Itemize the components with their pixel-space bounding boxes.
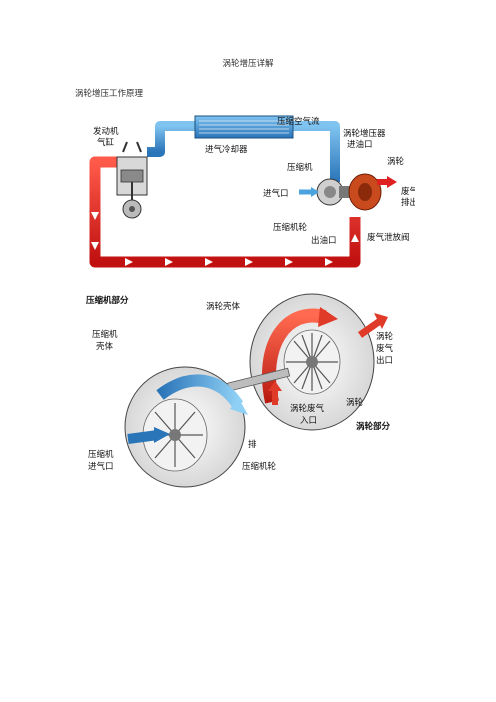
label-engine-cylinder-2: 气缸 <box>97 137 115 148</box>
label-turbine-exhaust-in-1: 涡轮废气 <box>290 403 325 414</box>
label-turbine-housing: 涡轮壳体 <box>206 301 241 312</box>
label-compressor-section: 压缩机部分 <box>86 295 129 306</box>
turbine-exhaust-flow <box>262 308 327 404</box>
exhaust-flow-arrows <box>91 212 359 266</box>
label-intercooler: 进气冷却器 <box>205 144 248 155</box>
label-exhaust-2: 排出 <box>401 197 415 208</box>
turbo-cutaway-diagram: 压缩机部分 涡轮壳体 压缩机 壳体 涡轮 废气 出口 涡轮废气 入口 涡轮 涡轮… <box>86 293 394 488</box>
label-oil-outlet: 出油口 <box>311 235 337 246</box>
label-compressor-wheel-2: 压缩机轮 <box>242 461 277 472</box>
label-engine-cylinder-1: 发动机 <box>93 126 119 137</box>
label-compressor-housing-2: 壳体 <box>96 341 114 352</box>
compressed-air-pipe <box>293 121 340 182</box>
label-turbo-2: 进油口 <box>347 139 373 150</box>
label-turbine-exhaust-out-1: 涡轮 <box>376 331 394 342</box>
label-compressor-wheel: 压缩机轮 <box>273 222 308 233</box>
label-compressor: 压缩机 <box>287 162 313 173</box>
label-compressor-housing-1: 压缩机 <box>92 329 118 340</box>
label-compressed-air: 压缩空气流 <box>277 116 320 127</box>
compressor-air-flow <box>156 374 244 409</box>
section-heading: 涡轮增压工作原理 <box>75 89 144 99</box>
label-turbine-section: 涡轮部分 <box>356 421 391 432</box>
label-exhaust-1: 废气 <box>401 186 415 197</box>
label-turbo-1: 涡轮增压器 <box>343 128 386 139</box>
label-turbine-wheel: 涡轮 <box>346 397 364 408</box>
label-discharge: 排 <box>248 439 257 450</box>
label-turbine-exhaust-out-3: 出口 <box>376 355 393 366</box>
exhaust-pipe <box>89 156 361 268</box>
turbo-system-diagram: 发动机 气缸 压缩空气流 进气冷却器 涡轮增压器 进油口 压缩机 涡轮 进气口 … <box>89 115 415 268</box>
document-title: 涡轮增压详解 <box>222 59 274 69</box>
label-turbine: 涡轮 <box>387 156 405 167</box>
label-turbine-exhaust-out-2: 废气 <box>376 343 394 354</box>
label-compressor-intake-1: 压缩机 <box>88 449 114 460</box>
label-wastegate: 废气泄放阀 <box>367 232 410 243</box>
intercooler <box>194 115 294 139</box>
label-compressor-intake-2: 进气口 <box>88 461 114 472</box>
engine-cylinder <box>116 141 148 219</box>
label-intake: 进气口 <box>263 188 289 199</box>
turbocharger <box>299 173 397 211</box>
label-turbine-exhaust-in-2: 入口 <box>300 416 317 426</box>
compressor-housing <box>124 366 246 488</box>
intake-pipe <box>147 121 195 157</box>
